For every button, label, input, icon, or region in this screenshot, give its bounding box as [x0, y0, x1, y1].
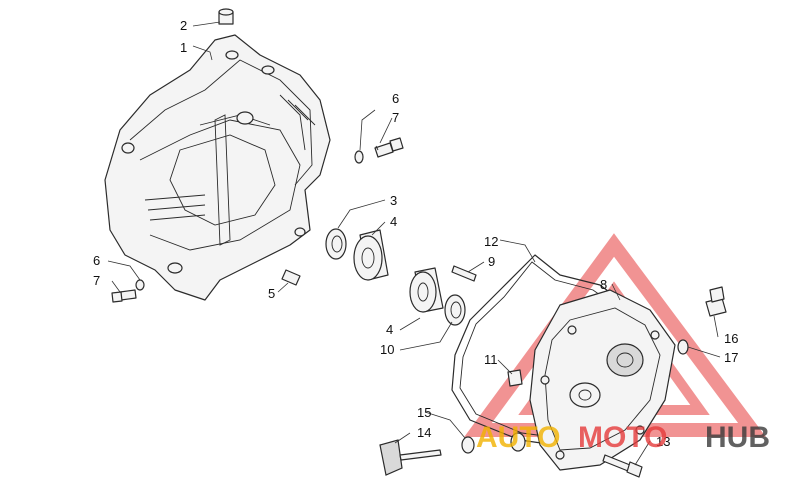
brand-hub: HUB: [705, 421, 770, 454]
callout-9: 9: [488, 254, 495, 269]
brand-auto: AUTO: [476, 421, 560, 454]
callout-6-upper: 6: [392, 91, 399, 106]
leader-lines: [107, 21, 721, 466]
callout-4-upper: 4: [390, 214, 397, 229]
dowel-pin: [281, 269, 301, 286]
callout-5: 5: [268, 286, 275, 301]
callout-15: 15: [417, 405, 431, 420]
lower-seal: [444, 294, 466, 326]
cover-bolt: [602, 454, 643, 478]
oil-seal: [325, 228, 347, 260]
callout-1: 1: [180, 40, 187, 55]
stud: [451, 265, 477, 282]
upper-bolt-washer: [354, 137, 404, 164]
callout-labels: 2 1 6 7 3 4 6 7 5 4 10 9 12 11 8 13 14 1…: [93, 18, 738, 449]
callout-13: 13: [656, 434, 670, 449]
callout-6-lower: 6: [93, 253, 100, 268]
dipstick: [379, 439, 442, 476]
callout-7-upper: 7: [392, 110, 399, 125]
callout-14: 14: [417, 425, 431, 440]
callout-16: 16: [724, 331, 738, 346]
callout-8: 8: [600, 277, 607, 292]
crankcase-cover: [529, 289, 676, 471]
drain-plug: [705, 286, 727, 317]
callout-12: 12: [484, 234, 498, 249]
watermark-brand: AUTO MOTO HUB: [476, 421, 770, 454]
drain-washer: [677, 339, 689, 355]
bearing-lower: [409, 267, 444, 313]
callout-7-lower: 7: [93, 273, 100, 288]
crankcase-housing: [104, 34, 331, 301]
callout-11: 11: [484, 352, 498, 367]
callout-3: 3: [390, 193, 397, 208]
callout-10: 10: [380, 342, 394, 357]
o-ring: [461, 432, 526, 454]
callout-4-lower: 4: [386, 322, 393, 337]
callout-2: 2: [180, 18, 187, 33]
callout-17: 17: [724, 350, 738, 365]
lower-bolt-washer: [111, 279, 145, 303]
brand-moto: MOTO: [578, 421, 667, 454]
top-dowel: [218, 8, 234, 25]
bearing-upper: [353, 229, 389, 281]
